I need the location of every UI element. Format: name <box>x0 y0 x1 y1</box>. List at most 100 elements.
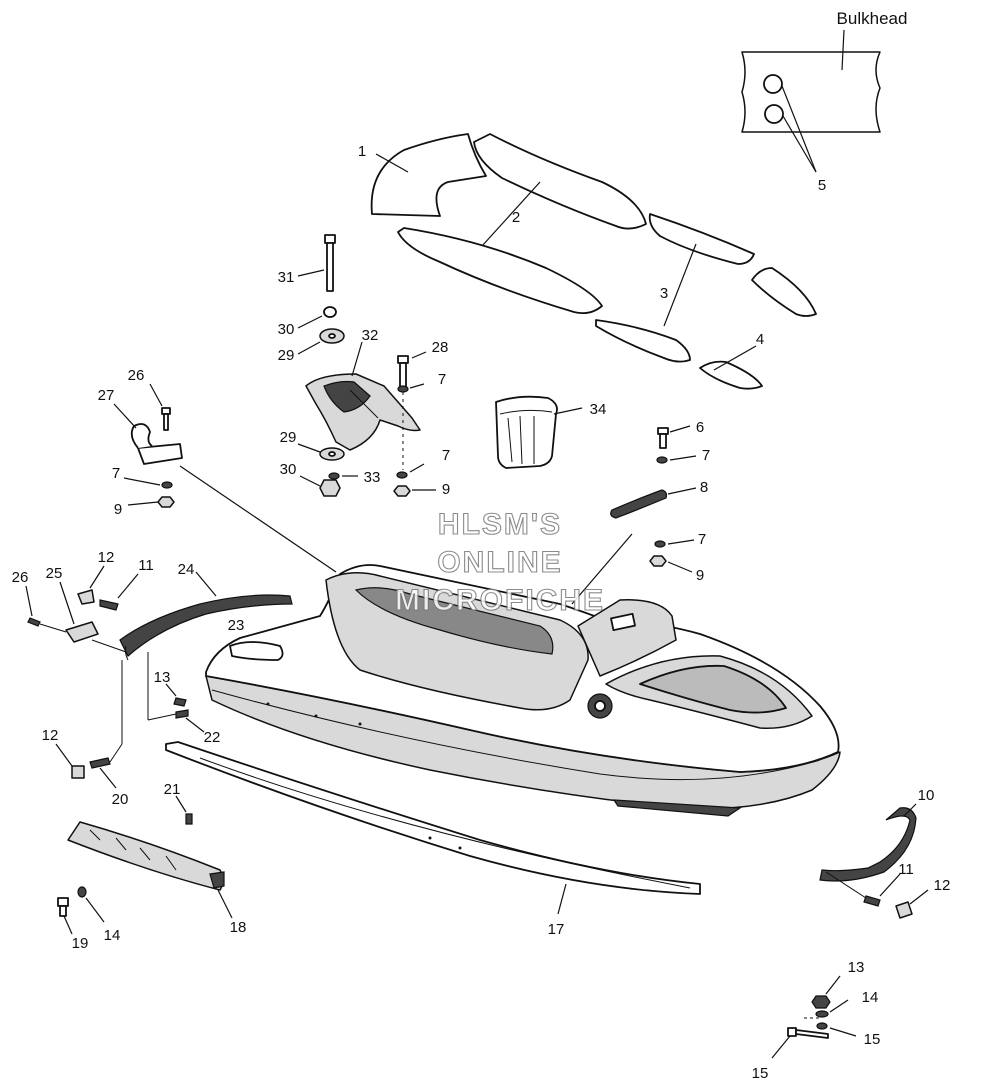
watermark-line-3: MICROFICHE <box>395 584 605 617</box>
washer-7-lower <box>396 463 425 479</box>
bolt-19 <box>57 897 73 935</box>
hull-body <box>205 564 841 817</box>
callout-label: 8 <box>700 479 708 496</box>
latch-bracket-27 <box>113 403 183 465</box>
callout-label: 33 <box>364 469 381 486</box>
deck-mat-2 <box>397 133 647 315</box>
screw-20 <box>89 660 123 789</box>
nut-9-right <box>649 555 693 573</box>
callout-label: 13 <box>154 669 171 686</box>
callout-label: 6 <box>696 419 704 436</box>
washer-7-right-a <box>656 455 697 464</box>
washer-33 <box>328 472 358 480</box>
callout-label: 14 <box>104 927 121 944</box>
screw-13-left <box>165 683 187 707</box>
nut-9-left <box>127 496 175 508</box>
callout-label: 9 <box>114 501 122 518</box>
callout-label: 7 <box>112 465 120 482</box>
callout-label: 28 <box>432 339 449 356</box>
strap-8 <box>610 487 697 519</box>
callout-label: 25 <box>46 565 63 582</box>
callout-labels: Bulkhead 1 2 3 4 5 31 30 29 32 28 7 26 2… <box>12 9 951 1082</box>
washer-14-bottom <box>815 999 849 1018</box>
callout-label: 3 <box>660 285 668 302</box>
callout-label: 12 <box>98 549 115 566</box>
washer-29-lower <box>297 443 345 461</box>
callout-label: 14 <box>862 989 879 1006</box>
footwell-mat-3 <box>595 213 755 363</box>
clip-12-upper <box>77 565 105 605</box>
stern-mat-4 <box>699 267 817 390</box>
callout-label: 10 <box>918 787 935 804</box>
clip-12-right <box>895 889 929 919</box>
callout-label: 30 <box>278 321 295 338</box>
callout-label: 2 <box>512 209 520 226</box>
callout-label: 15 <box>752 1065 769 1082</box>
washer-14-left <box>77 886 105 923</box>
callout-label: 7 <box>438 371 446 388</box>
callout-label: 15 <box>864 1031 881 1048</box>
callout-label: 9 <box>442 481 450 498</box>
callout-label: 26 <box>12 569 29 586</box>
washer-7-upper <box>397 383 425 393</box>
callout-label: 29 <box>278 347 295 364</box>
leader-8-hull <box>571 533 633 605</box>
clip-12-left <box>55 743 85 779</box>
washer-7-right-b <box>654 539 695 548</box>
callout-label: 4 <box>756 331 764 348</box>
washer-30-top <box>297 306 337 329</box>
callout-label: 13 <box>848 959 865 976</box>
nut-13-bottom <box>811 975 841 1009</box>
callout-label: 11 <box>138 557 154 574</box>
callout-label: 24 <box>178 561 195 578</box>
callout-label: 19 <box>72 935 89 952</box>
callout-label: 27 <box>98 387 115 404</box>
screw-21 <box>175 795 193 825</box>
callout-label: 7 <box>442 447 450 464</box>
callout-label: 20 <box>112 791 129 808</box>
callout-label: 32 <box>362 327 379 344</box>
callout-label: 12 <box>934 877 951 894</box>
callout-label: 23 <box>228 617 245 634</box>
washer-7-left <box>123 477 173 489</box>
side-rail-17 <box>165 741 701 915</box>
callout-label: 21 <box>164 781 181 798</box>
watermark-line-1: HLSM'S <box>438 508 562 541</box>
callout-label: 7 <box>698 531 706 548</box>
screw-11-right <box>825 871 901 907</box>
sponson-18 <box>67 821 233 919</box>
callout-label: 34 <box>590 401 607 418</box>
screw-11-upper <box>91 573 139 653</box>
callout-label: 11 <box>898 861 914 878</box>
screw-22 <box>147 652 205 733</box>
bolt-6 <box>657 425 691 449</box>
callout-label: 1 <box>358 143 366 160</box>
callout-label: 31 <box>278 269 295 286</box>
callout-label: 17 <box>548 921 565 938</box>
screw-26-left <box>25 585 41 627</box>
callout-label: 30 <box>280 461 297 478</box>
bulkhead-inset <box>741 29 881 173</box>
hood-mat-1 <box>370 133 487 217</box>
washer-15-bottom <box>804 1017 857 1037</box>
screw-26-top <box>149 383 171 431</box>
callout-label: 12 <box>42 727 59 744</box>
bumper-10 <box>819 803 917 882</box>
bolt-31 <box>297 234 336 292</box>
washer-29-top <box>297 328 345 355</box>
bracket-25 <box>39 581 99 643</box>
nut-9-center <box>393 485 436 497</box>
bumper-rail-24 <box>119 571 293 661</box>
watermark: HLSM'S ONLINE MICROFICHE <box>394 507 605 617</box>
callout-label: 5 <box>818 177 826 194</box>
callout-label: 18 <box>230 919 247 936</box>
leader-27-hull <box>179 465 337 573</box>
bolt-15-bottom <box>771 1027 829 1059</box>
callout-label: 22 <box>204 729 221 746</box>
callout-label: 26 <box>128 367 145 384</box>
callout-label: 9 <box>696 567 704 584</box>
storage-bin-34 <box>495 395 583 469</box>
watermark-line-2: ONLINE <box>437 546 562 579</box>
